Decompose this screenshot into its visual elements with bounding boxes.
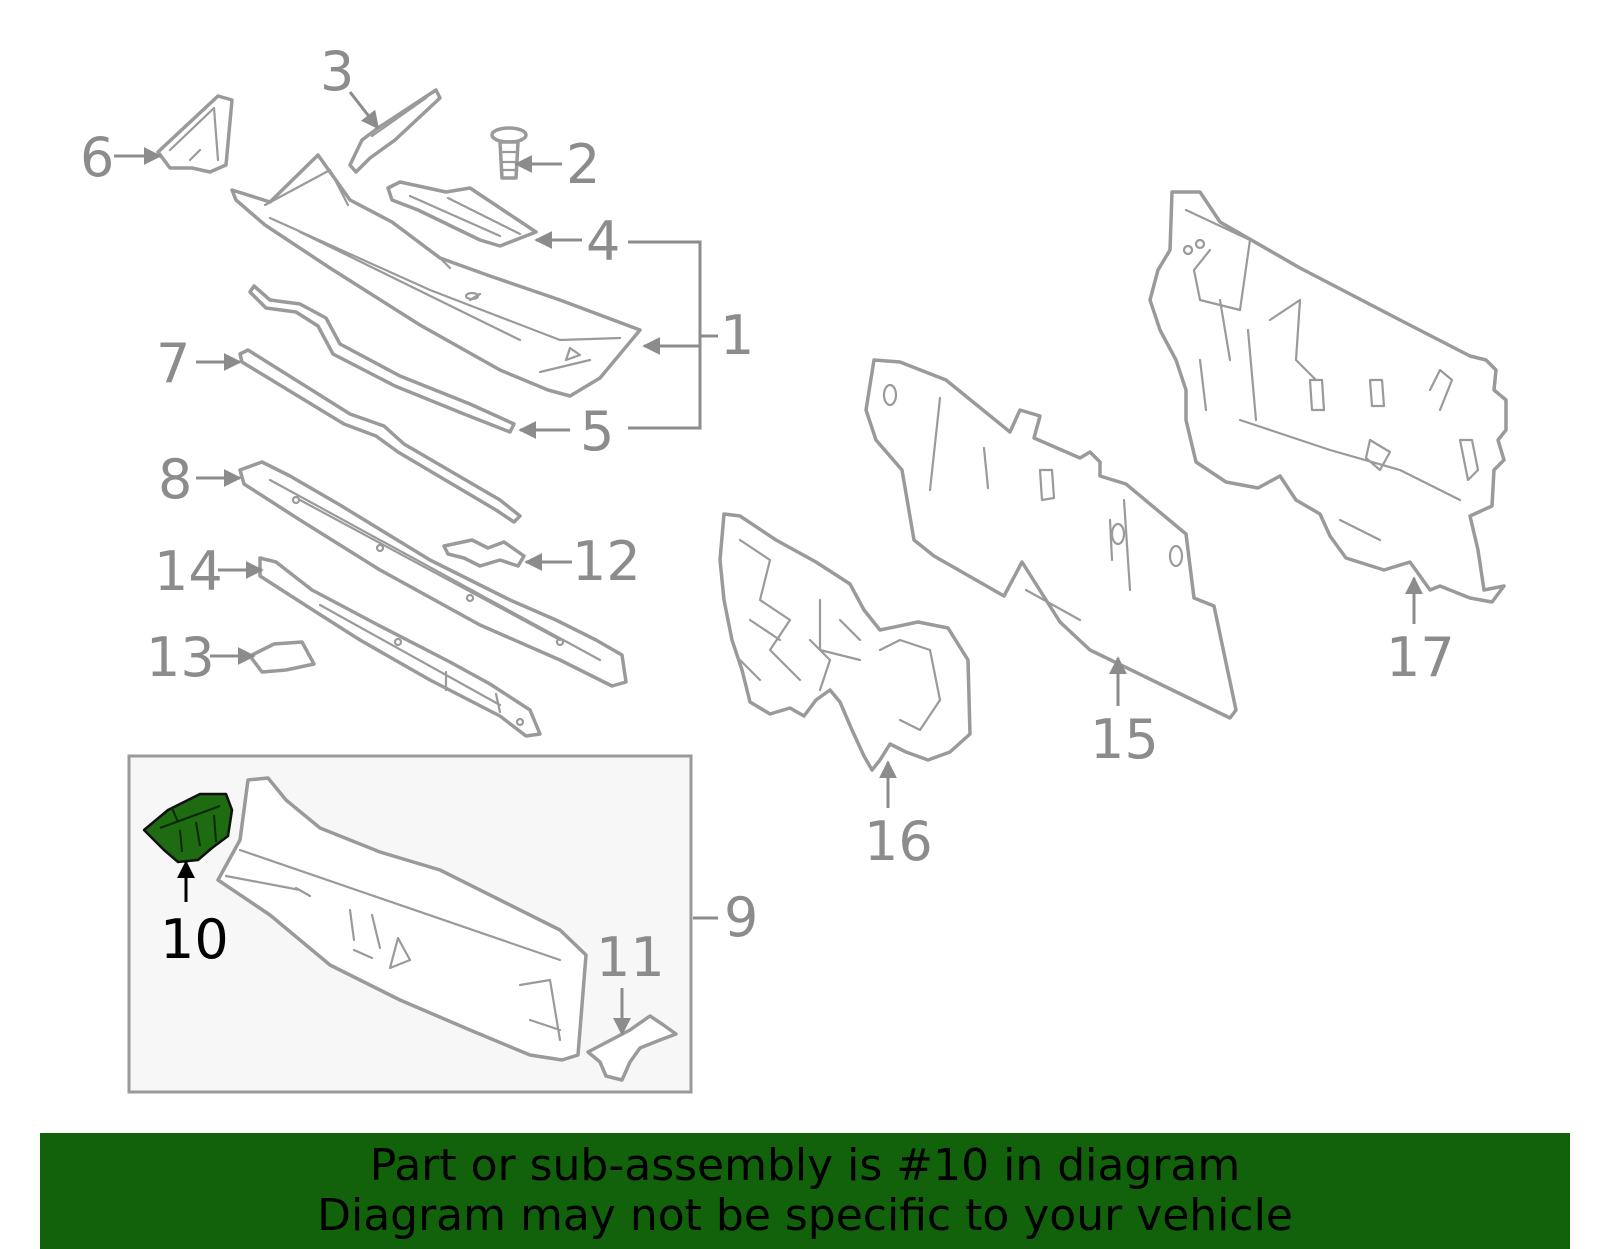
inset-9 (127, 754, 693, 1094)
part-9-dash-upper (216, 776, 588, 1062)
callout-14: 14 (154, 540, 223, 603)
callout-5: 5 (580, 400, 614, 463)
part-5-seal (248, 284, 516, 434)
part-1-cowl-top (230, 153, 642, 398)
banner-line-2: Diagram may not be specific to your vehi… (317, 1190, 1293, 1241)
callout-6: 6 (80, 126, 114, 189)
part-10-highlighted[interactable] (142, 792, 234, 864)
part-12-clip (442, 538, 526, 568)
callout-16: 16 (864, 810, 933, 873)
callout-12: 12 (572, 530, 641, 593)
callout-10[interactable]: 10 (160, 908, 229, 971)
callout-17: 17 (1386, 626, 1455, 689)
part-2-clip (490, 126, 528, 180)
callout-9: 9 (724, 886, 758, 949)
banner-line-1: Part or sub-assembly is #10 in diagram (369, 1140, 1241, 1191)
callout-2: 2 (566, 133, 600, 196)
part-11-bracket (586, 1014, 678, 1082)
callout-11: 11 (596, 926, 665, 989)
callout-4: 4 (586, 210, 620, 273)
part-6-bracket (156, 94, 234, 174)
callout-3: 3 (320, 40, 354, 103)
part-15-insulator (864, 358, 1238, 720)
info-banner: Part or sub-assembly is #10 in diagram D… (40, 1133, 1570, 1249)
callout-7: 7 (156, 332, 190, 395)
part-4-panel (386, 180, 538, 248)
part-17-dash-panel (1148, 190, 1508, 604)
callout-8: 8 (158, 448, 192, 511)
callout-1: 1 (720, 304, 754, 367)
part-8-brace (238, 460, 628, 688)
part-3-bracket (348, 88, 442, 174)
callout-13: 13 (146, 626, 215, 689)
part-16-insulator (718, 512, 972, 772)
part-13-bracket (248, 640, 316, 674)
callout-15: 15 (1090, 708, 1159, 771)
part-14-reinforcement (258, 556, 542, 738)
part-7-rod (238, 348, 522, 524)
